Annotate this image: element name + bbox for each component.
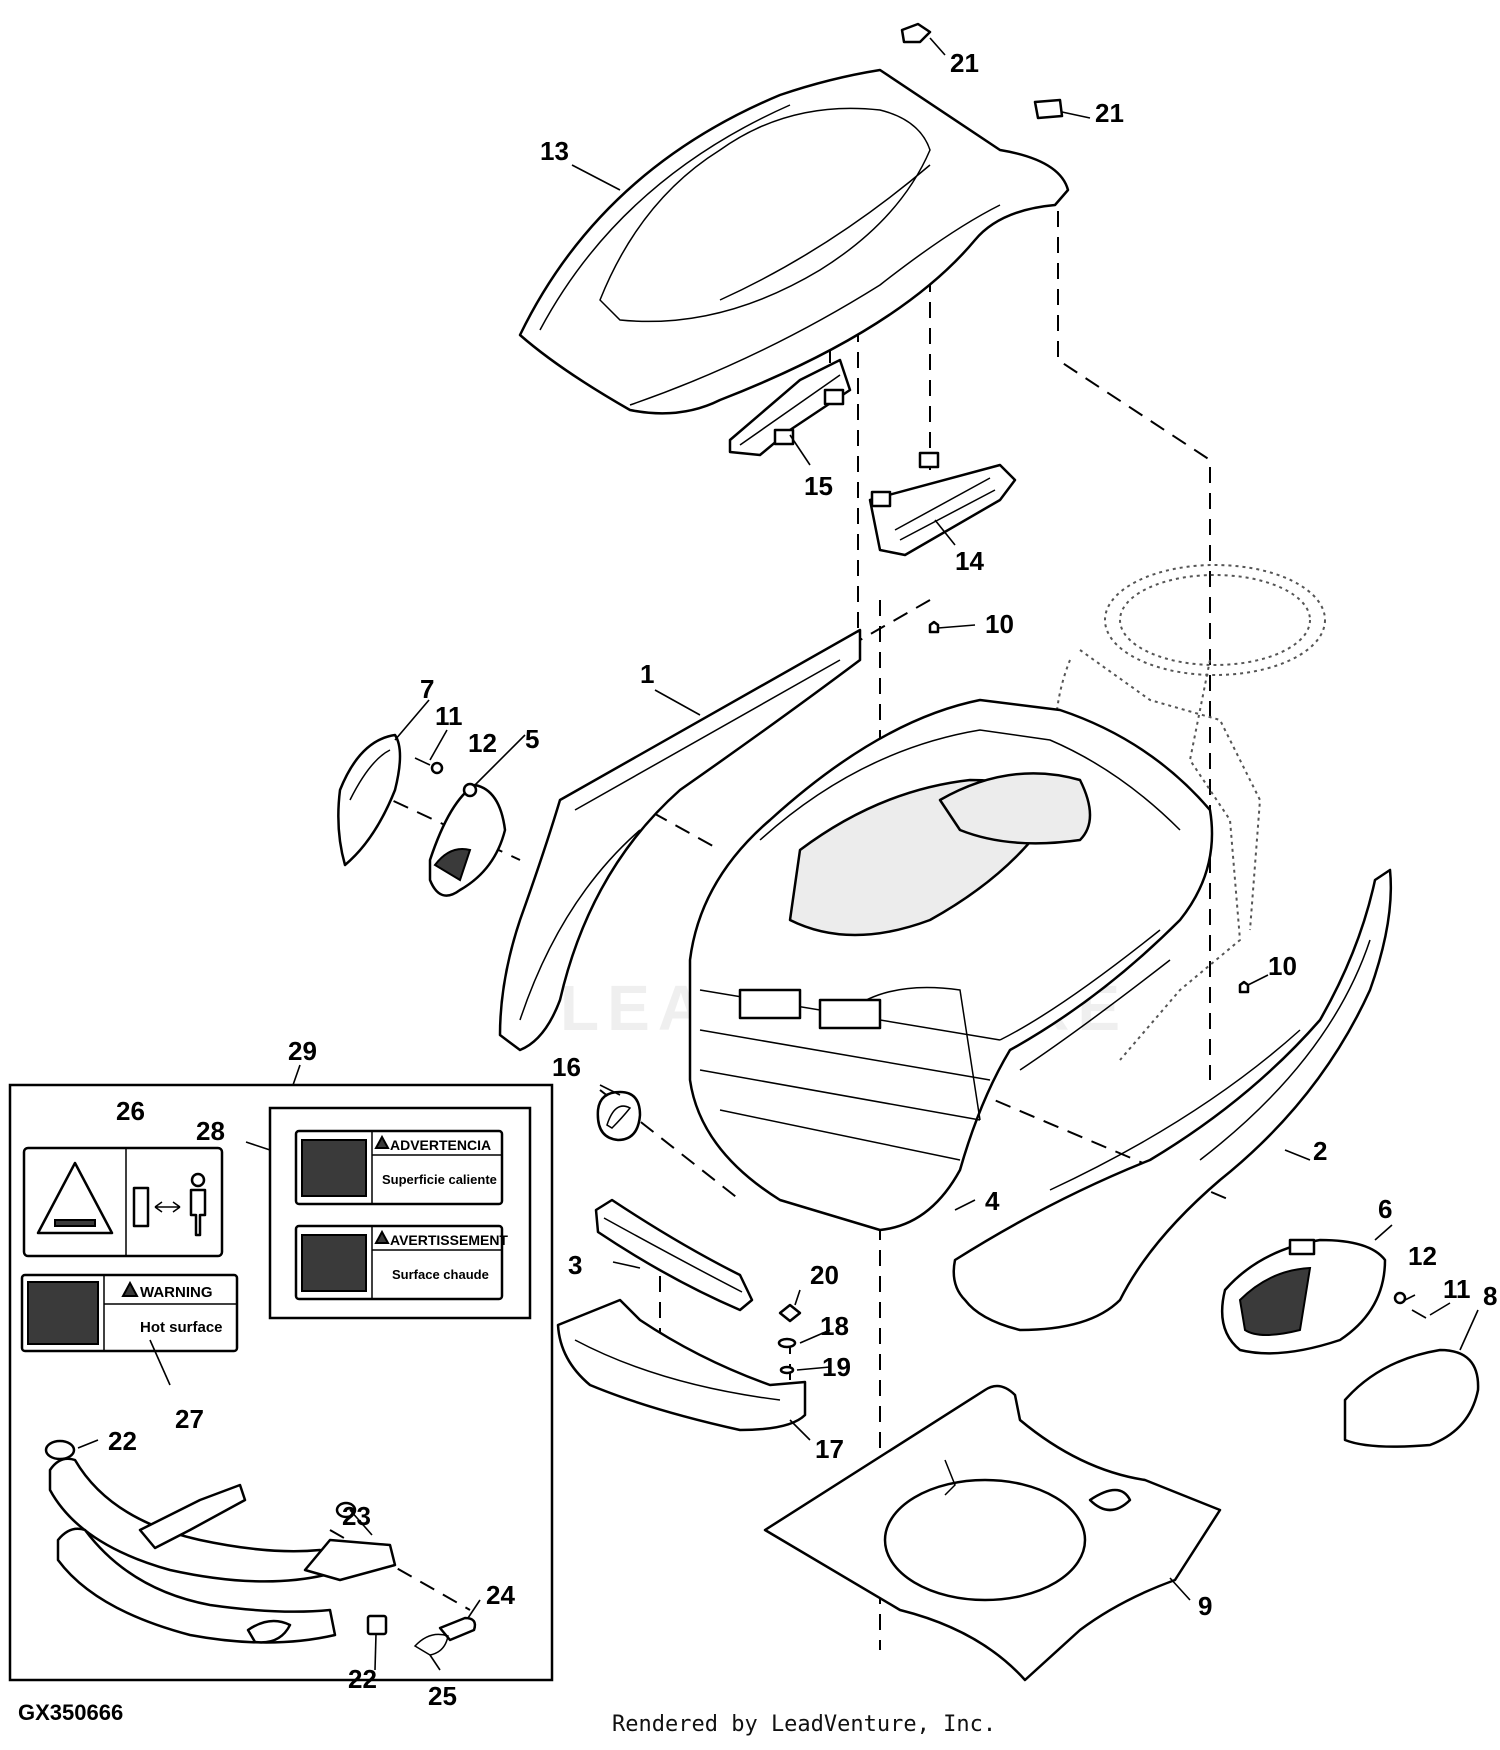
callout-8: 8 <box>1483 1281 1497 1311</box>
callout-11: 11 <box>1443 1274 1471 1304</box>
callout-12: 12 <box>1408 1241 1437 1271</box>
hardware-18-19-20 <box>777 1303 802 1375</box>
callout-23: 23 <box>342 1501 371 1531</box>
decal-28-french: AVERTISSEMENT Surface chaude <box>294 1224 508 1301</box>
bumper-bar-3 <box>594 1198 754 1312</box>
bracket-14 <box>868 451 1017 557</box>
side-panel-2 <box>952 868 1393 1332</box>
screw-10-lower <box>1238 980 1250 994</box>
callout-1: 1 <box>640 659 654 689</box>
callout-22: 22 <box>108 1426 137 1456</box>
callout-27: 27 <box>175 1404 204 1434</box>
decal-french-body: Surface chaude <box>392 1267 489 1282</box>
callout-7: 7 <box>420 674 434 704</box>
keep-distance-icon <box>132 1172 207 1237</box>
clip-21-right <box>1033 98 1064 120</box>
hood-13 <box>518 68 1070 415</box>
decal-kit-box-29 <box>8 1083 554 1682</box>
figure-id: GX350666 <box>18 1700 124 1725</box>
emblem-16 <box>596 1090 642 1142</box>
callout-22: 22 <box>348 1664 377 1694</box>
callout-10: 10 <box>1268 951 1297 981</box>
warning-triangle-icon <box>121 1280 139 1297</box>
decal-27-english: WARNING Hot surface <box>20 1273 239 1353</box>
decal-28-spanish: ADVERTENCIA Superficie caliente <box>294 1129 504 1206</box>
callout-20: 20 <box>810 1260 839 1290</box>
hot-surface-icon <box>54 1219 96 1227</box>
screw-10-upper <box>928 620 940 634</box>
hot-surface-icon <box>301 1234 367 1292</box>
callout-21: 21 <box>950 48 979 78</box>
callout-12: 12 <box>468 728 497 758</box>
callout-19: 19 <box>822 1352 851 1382</box>
warning-triangle-icon <box>374 1229 390 1244</box>
callout-15: 15 <box>804 471 833 501</box>
warning-triangle-icon <box>36 1161 114 1235</box>
callout-4: 4 <box>985 1186 1000 1216</box>
hot-surface-icon <box>301 1139 367 1197</box>
frame-4 <box>688 698 1214 1232</box>
decal-english-heading: WARNING <box>140 1284 213 1301</box>
callout-24: 24 <box>486 1580 515 1610</box>
callout-26: 26 <box>116 1096 145 1126</box>
callout-17: 17 <box>815 1434 844 1464</box>
callout-9: 9 <box>1198 1591 1212 1621</box>
screws-11-12-right <box>1393 1291 1427 1319</box>
screws-11-12-left <box>414 757 444 775</box>
callout-14: 14 <box>955 546 984 576</box>
callout-labels: 21 21 13 15 14 10 1 7 11 12 5 10 2 16 4 … <box>108 48 1497 1711</box>
bracket-15 <box>728 358 852 457</box>
bottom-pan-9 <box>763 1384 1222 1682</box>
callout-3: 3 <box>568 1250 582 1280</box>
callout-28: 28 <box>196 1116 225 1146</box>
decal-english-body: Hot surface <box>140 1319 223 1336</box>
leader-lines <box>77 37 1479 1671</box>
callout-18: 18 <box>820 1311 849 1341</box>
decal-french-heading: AVERTISSEMENT <box>390 1232 508 1248</box>
warning-triangle-icon <box>374 1134 390 1149</box>
decal-26 <box>22 1146 224 1258</box>
decal-spanish-heading: ADVERTENCIA <box>390 1137 491 1153</box>
callout-29: 29 <box>288 1036 317 1066</box>
callout-16: 16 <box>552 1052 581 1082</box>
callout-11: 11 <box>435 701 463 731</box>
callout-10: 10 <box>985 609 1014 639</box>
headlight-housing-5 <box>428 782 507 897</box>
side-panel-1 <box>498 628 862 1052</box>
callout-25: 25 <box>428 1681 457 1711</box>
decal-spanish-body: Superficie caliente <box>382 1172 497 1187</box>
callout-2: 2 <box>1313 1136 1327 1166</box>
render-credit: Rendered by LeadVenture, Inc. <box>612 1712 997 1737</box>
clip-21-top <box>900 22 932 44</box>
light-cover-7 <box>337 733 402 867</box>
callout-5: 5 <box>525 724 539 754</box>
front-bumper-kit <box>44 1439 477 1656</box>
callout-13: 13 <box>540 136 569 166</box>
john-deere-emblem-icon <box>606 1105 632 1129</box>
light-cover-8 <box>1343 1348 1480 1448</box>
callout-21: 21 <box>1095 98 1124 128</box>
callout-6: 6 <box>1378 1194 1392 1224</box>
headlight-housing-6 <box>1220 1238 1387 1355</box>
lower-guard-17 <box>556 1298 807 1432</box>
hot-surface-icon <box>27 1281 99 1345</box>
